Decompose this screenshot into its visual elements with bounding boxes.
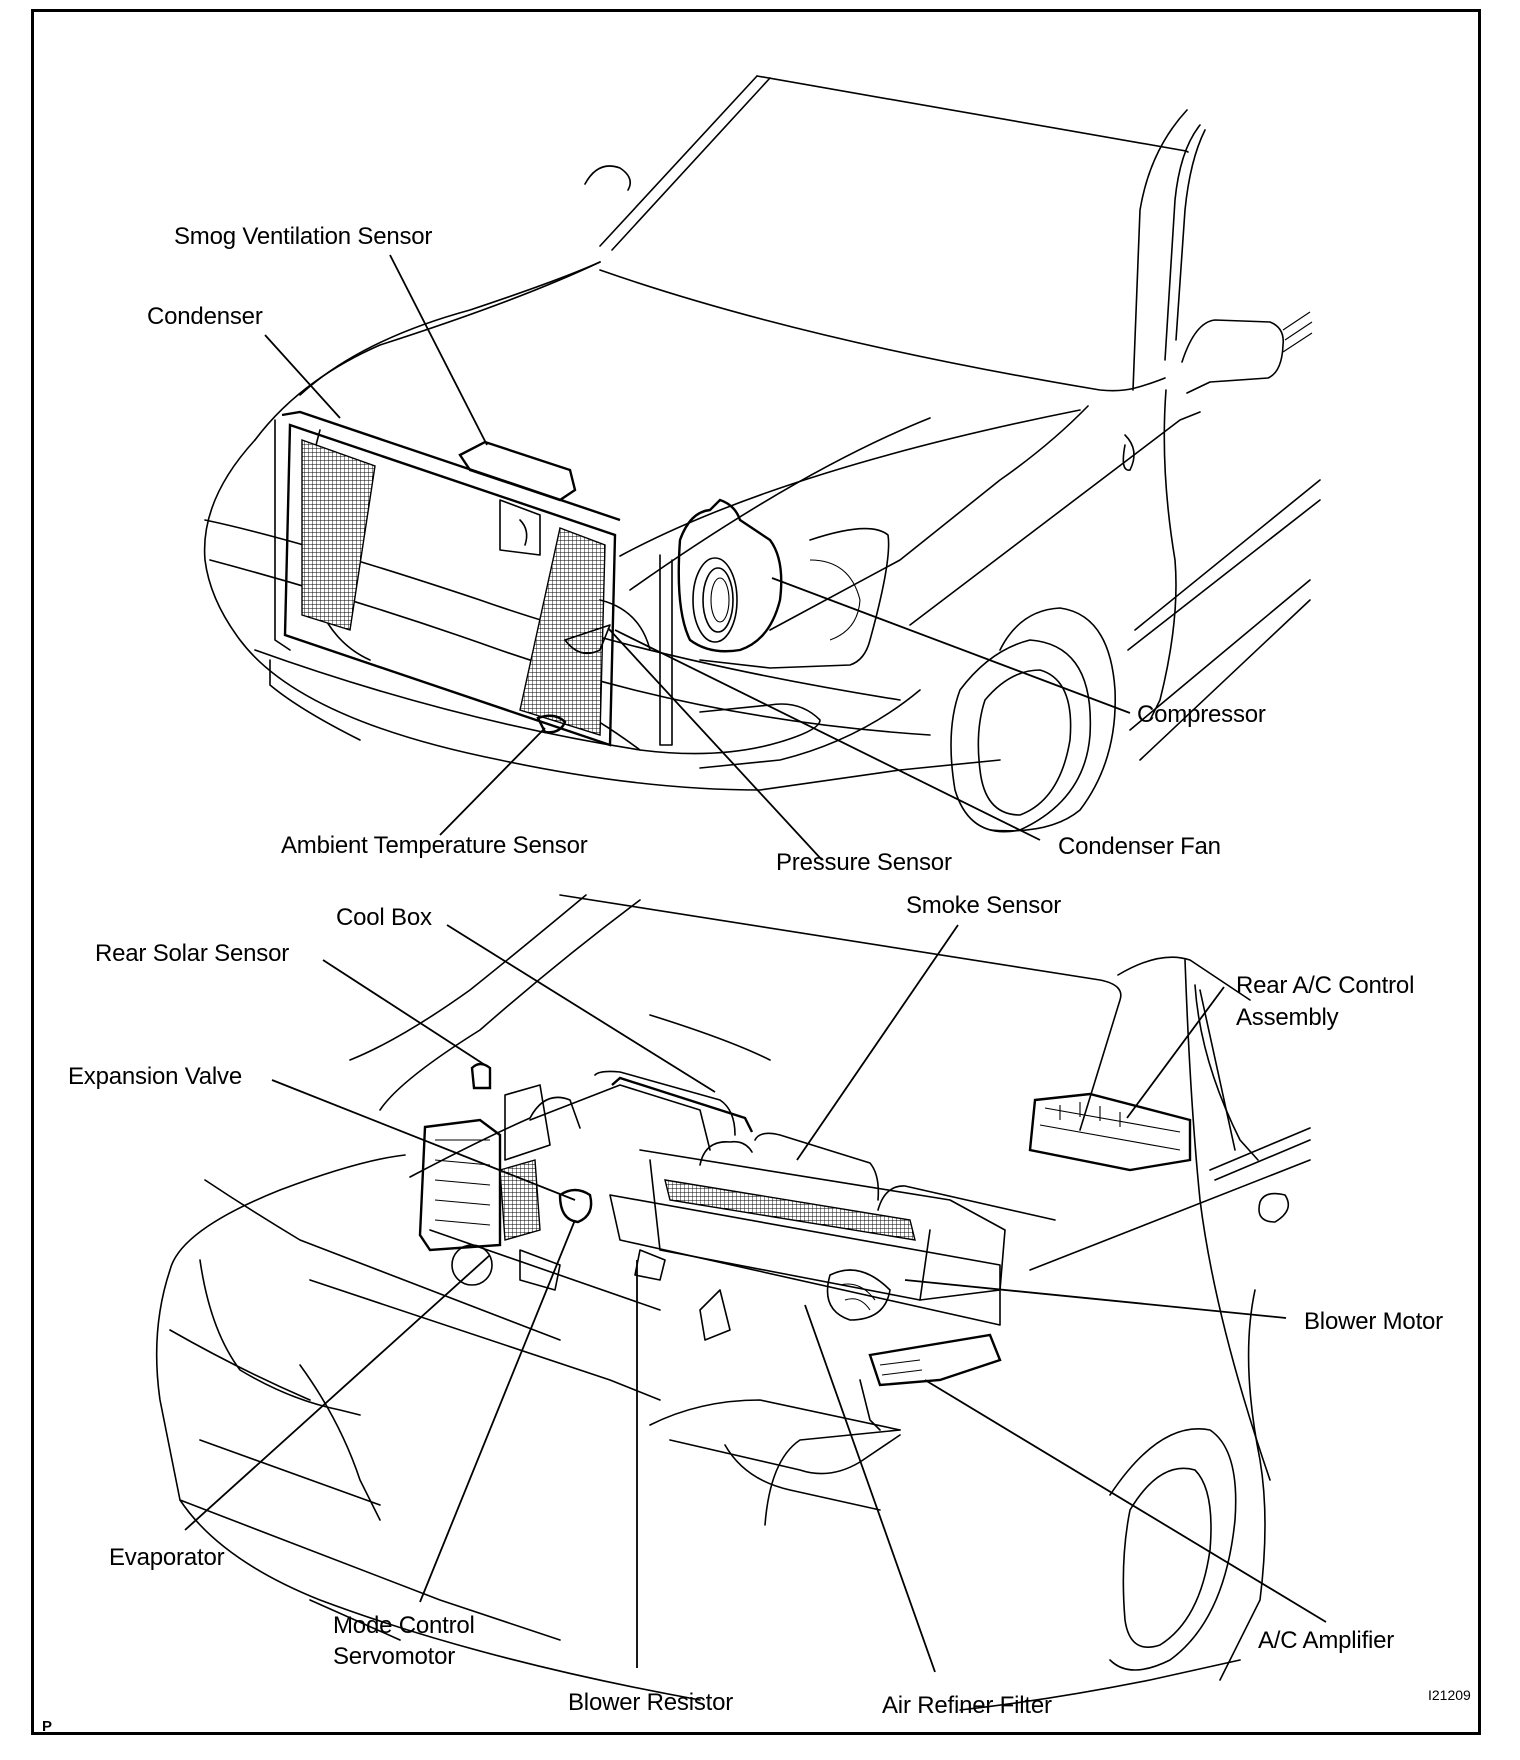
label-condenser: Condenser [147, 303, 263, 330]
side-mirror [1181, 319, 1285, 394]
leader-rear-solar-sensor [322, 959, 486, 1066]
rear-ac-unit [418, 1076, 1006, 1526]
leader-air-refiner-filter [804, 1304, 936, 1673]
headlight [699, 527, 890, 669]
rear-solar-sensor [470, 1062, 492, 1090]
rear-body-outline [155, 1154, 701, 1701]
figure-id-code: I21209 [1428, 1687, 1471, 1703]
leader-smoke-sensor [796, 924, 959, 1161]
rear-tire [1109, 1428, 1237, 1671]
label-mode-control-servomotor-line1: Mode Control [333, 1612, 475, 1639]
blower-resistor [634, 1249, 666, 1281]
leader-condenser-fan [614, 629, 1041, 841]
front-leader-lines [264, 254, 1131, 861]
ambient-temperature-sensor [536, 714, 567, 734]
ac-amplifier [868, 1333, 1002, 1387]
leader-pressure-sensor [607, 627, 823, 861]
front-vehicle-illustration [203, 75, 1321, 833]
windshield-top-edge [756, 75, 1189, 153]
leader-expansion-valve [271, 1079, 576, 1201]
leader-cool-box [446, 924, 716, 1093]
leader-ambient-temperature-sensor [439, 727, 546, 836]
front-bumper [203, 439, 1001, 791]
leader-evaporator [184, 1254, 491, 1531]
air-refiner-filter-element [664, 1179, 916, 1241]
condenser-fan [659, 554, 673, 746]
leader-mode-control-servomotor [419, 1219, 576, 1603]
label-air-refiner-filter: Air Refiner Filter [882, 1692, 1052, 1719]
label-mode-control-servomotor-line2: Servomotor [333, 1643, 456, 1670]
label-condenser-fan: Condenser Fan [1058, 833, 1221, 860]
label-ambient-temperature-sensor: Ambient Temperature Sensor [281, 832, 588, 859]
front-tire [950, 639, 1092, 833]
leader-smog-ventilation-sensor [389, 254, 488, 446]
cool-box-lid [611, 1076, 754, 1133]
label-rear-solar-sensor: Rear Solar Sensor [95, 940, 290, 967]
leader-compressor [771, 577, 1131, 714]
label-evaporator: Evaporator [109, 1544, 225, 1571]
windshield-bottom-edge [599, 269, 1166, 392]
front-wheel-arch [989, 607, 1117, 832]
leader-ac-amplifier [924, 1379, 1327, 1623]
pressure-sensor [564, 624, 611, 655]
label-smog-ventilation-sensor: Smog Ventilation Sensor [174, 223, 433, 250]
figure-border [31, 9, 1481, 1735]
leader-rear-ac-control-assembly [1126, 986, 1225, 1119]
label-smoke-sensor: Smoke Sensor [906, 892, 1062, 919]
leader-condenser [264, 334, 341, 419]
label-cool-box: Cool Box [336, 904, 432, 931]
condenser-core [274, 410, 621, 747]
label-expansion-valve: Expansion Valve [68, 1063, 243, 1090]
corner-mark-p: P [42, 1718, 53, 1735]
label-ac-amplifier: A/C Amplifier [1258, 1627, 1395, 1654]
compressor [677, 498, 783, 653]
mode-control-servomotor [558, 1188, 593, 1224]
rear-vehicle-illustration [155, 894, 1311, 1711]
blower-motor [826, 1269, 891, 1321]
label-rear-ac-control-assembly-line2: Assembly [1236, 1004, 1339, 1031]
rear-leader-lines [184, 924, 1327, 1673]
leader-blower-motor [904, 1279, 1287, 1319]
label-rear-ac-control-assembly-line1: Rear A/C Control [1236, 972, 1415, 999]
rear-ac-control-assembly [1028, 1092, 1192, 1172]
evaporator-core [499, 1159, 541, 1241]
label-compressor: Compressor [1137, 701, 1266, 728]
label-blower-motor: Blower Motor [1304, 1308, 1443, 1335]
label-blower-resistor: Blower Resistor [568, 1689, 734, 1716]
label-pressure-sensor: Pressure Sensor [776, 849, 952, 876]
